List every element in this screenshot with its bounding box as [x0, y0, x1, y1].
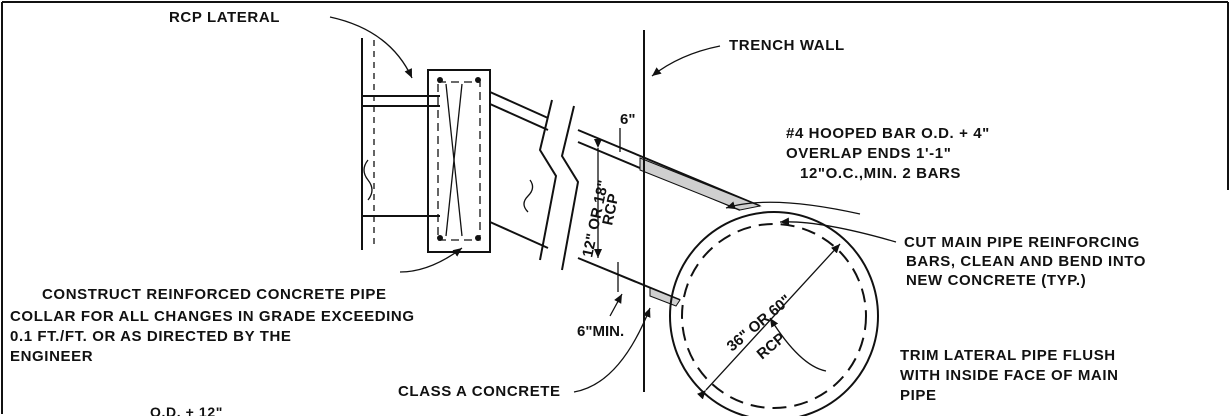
main-diameter-dim: [696, 243, 841, 400]
dim-lateral-type: RCP: [599, 192, 622, 227]
label-trim-line1: TRIM LATERAL PIPE FLUSH: [900, 347, 1116, 364]
concrete-encasement-top: [639, 157, 762, 211]
label-collar-line3: 0.1 FT./FT. OR AS DIRECTED BY THE: [10, 328, 292, 345]
label-hooped-bar-line3: 12"O.C.,MIN. 2 BARS: [800, 165, 961, 182]
label-collar-line1: CONSTRUCT REINFORCED CONCRETE PIPE: [42, 286, 387, 303]
dim-top-clear: 6": [620, 111, 635, 128]
label-hooped-bar-line2: OVERLAP ENDS 1'-1": [786, 145, 951, 162]
leader-lines: [329, 16, 897, 393]
label-trench-wall: TRENCH WALL: [729, 37, 845, 54]
label-class-a-concrete: CLASS A CONCRETE: [398, 383, 561, 400]
concrete-encasement-bottom: [649, 287, 681, 307]
left-wall: [361, 38, 375, 250]
label-hooped-bar-line1: #4 HOOPED BAR O.D. + 4": [786, 125, 990, 142]
label-rcp-lateral: RCP LATERAL: [169, 9, 280, 26]
dim-main-type: RCP: [754, 330, 789, 363]
dim-bottom-clear: 6"MIN.: [577, 323, 624, 340]
label-collar-line4: ENGINEER: [10, 348, 93, 365]
label-trim-line3: PIPE: [900, 387, 937, 404]
main-pipe: [669, 211, 879, 416]
label-cut-main-line2: BARS, CLEAN AND BEND INTO: [906, 253, 1146, 270]
label-collar-line2: COLLAR FOR ALL CHANGES IN GRADE EXCEEDIN…: [10, 308, 415, 325]
label-cut-main-line1: CUT MAIN PIPE REINFORCING: [904, 234, 1140, 251]
label-trim-line2: WITH INSIDE FACE OF MAIN: [900, 367, 1119, 384]
label-bottom-partial: O.D. + 12": [150, 404, 223, 416]
label-cut-main-line3: NEW CONCRETE (TYP.): [906, 272, 1086, 289]
pipe-collar: [427, 69, 491, 253]
